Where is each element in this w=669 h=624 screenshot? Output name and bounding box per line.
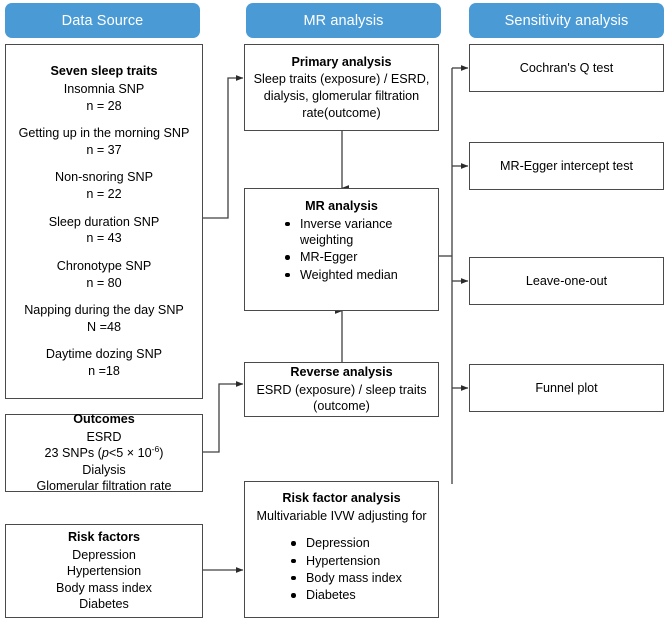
risk-factor-0: Depression: [72, 547, 136, 562]
trait-count-4: n = 80: [86, 275, 122, 290]
sensitivity-test-0: Cochran's Q test: [519, 60, 614, 75]
primary-analysis-title: Primary analysis: [291, 54, 392, 69]
outcomes-snps: 23 SNPs (p<5 × 10-6): [44, 445, 163, 462]
box-mr-egger-intercept-test: MR-Egger intercept test: [469, 142, 664, 190]
mr-methods-list: Inverse variance weighting MR-Egger Weig…: [245, 216, 438, 284]
risk-factor-analysis-subtitle: Multivariable IVW adjusting for: [256, 508, 427, 523]
sleep-traits-title: Seven sleep traits: [50, 64, 158, 79]
snps-prefix: 23 SNPs (: [44, 446, 102, 461]
risk-factor-1: Hypertension: [66, 564, 142, 579]
trait-name-2: Non-snoring SNP: [55, 170, 153, 185]
box-seven-sleep-traits: Seven sleep traits Insomnia SNP n = 28 G…: [5, 44, 203, 399]
rfa-item-3: Diabetes: [291, 587, 402, 603]
trait-count-0: n = 28: [86, 98, 122, 113]
primary-analysis-body: Sleep traits (exposure) / ESRD, dialysis…: [253, 72, 430, 120]
trait-count-2: n = 22: [86, 187, 122, 202]
trait-count-3: n = 43: [86, 231, 122, 246]
arrow-sleep-to-primary: [203, 74, 244, 219]
mr-analysis-title: MR analysis: [305, 199, 378, 213]
rfa-item-1: Hypertension: [291, 553, 402, 569]
reverse-analysis-title: Reverse analysis: [290, 365, 393, 380]
trait-count-1: n = 37: [86, 142, 122, 157]
snps-suffix: ): [159, 446, 164, 461]
mr-method-2: Weighted median: [285, 267, 438, 283]
trait-count-5: N =48: [87, 319, 121, 334]
header-mr-analysis: MR analysis: [246, 3, 441, 38]
rfa-item-0: Depression: [291, 535, 402, 551]
trait-name-3: Sleep duration SNP: [48, 214, 160, 229]
rfa-item-2: Body mass index: [291, 570, 402, 586]
trait-name-1: Getting up in the morning SNP: [18, 126, 190, 141]
outcomes-gfr: Glomerular filtration rate: [36, 479, 172, 494]
box-cochrans-q-test: Cochran's Q test: [469, 44, 664, 92]
box-risk-factor-analysis: Risk factor analysis Multivariable IVW a…: [244, 481, 439, 618]
snps-mid: <5 × 10: [108, 446, 152, 461]
snps-exponent: -6: [151, 444, 160, 455]
mr-method-1: MR-Egger: [285, 249, 438, 265]
box-mr-analysis: MR analysis Inverse variance weighting M…: [244, 188, 439, 311]
header-data-source: Data Source: [5, 3, 200, 38]
trait-name-0: Insomnia SNP: [63, 82, 145, 97]
trait-name-6: Daytime dozing SNP: [45, 347, 163, 362]
arrow-outcomes-to-reverse: [203, 380, 244, 453]
outcomes-esrd: ESRD: [86, 429, 122, 444]
risk-factor-analysis-list: Depression Hypertension Body mass index …: [251, 535, 402, 604]
sensitivity-test-1: MR-Egger intercept test: [500, 158, 633, 173]
risk-factor-3: Diabetes: [79, 597, 129, 612]
outcomes-title: Outcomes: [73, 411, 135, 426]
box-leave-one-out: Leave-one-out: [469, 257, 664, 305]
box-reverse-analysis: Reverse analysis ESRD (exposure) / sleep…: [244, 362, 439, 417]
sensitivity-test-2: Leave-one-out: [525, 273, 608, 288]
header-sensitivity-analysis: Sensitivity analysis: [469, 3, 664, 38]
risk-factor-2: Body mass index: [56, 580, 152, 595]
risk-factors-title: Risk factors: [67, 529, 141, 544]
trait-count-6: n =18: [88, 363, 120, 378]
sensitivity-test-3: Funnel plot: [535, 380, 598, 395]
reverse-analysis-body: ESRD (exposure) / sleep traits (outcome): [256, 382, 427, 414]
box-primary-analysis: Primary analysis Sleep traits (exposure)…: [244, 44, 439, 131]
snps-p-symbol: p: [101, 446, 109, 461]
outcomes-dialysis: Dialysis: [82, 462, 126, 477]
risk-factor-analysis-title: Risk factor analysis: [282, 491, 401, 505]
box-risk-factors: Risk factors Depression Hypertension Bod…: [5, 524, 203, 618]
box-funnel-plot: Funnel plot: [469, 364, 664, 412]
box-outcomes: Outcomes ESRD 23 SNPs (p<5 × 10-6) Dialy…: [5, 411, 203, 494]
mr-method-0: Inverse variance weighting: [285, 216, 438, 249]
trait-name-4: Chronotype SNP: [56, 258, 152, 273]
trait-name-5: Napping during the day SNP: [24, 303, 184, 318]
